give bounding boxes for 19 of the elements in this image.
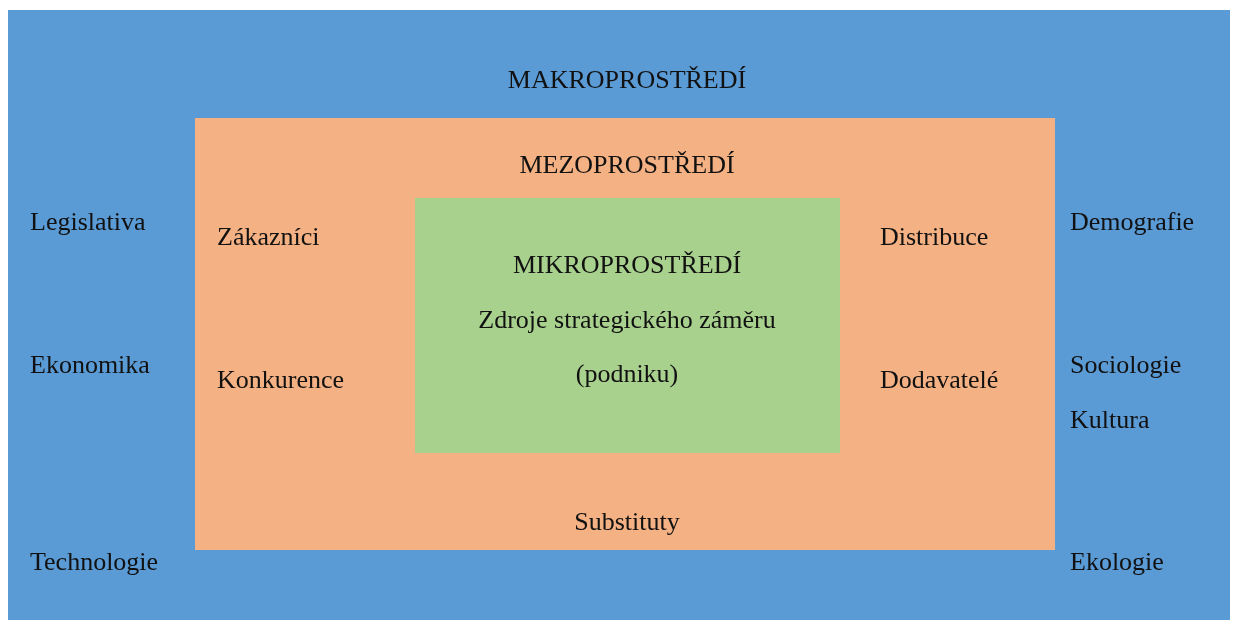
factor-label: Konkurence [217,365,345,395]
factor-label: Dodavatelé [880,365,999,395]
region-title: MEZOPROSTŘEDÍ [519,150,735,180]
factor-label: Technologie [30,547,159,577]
factor-label: Legislativa [30,207,146,237]
factor-label: Zákazníci [217,222,320,252]
factor-label: Substituty [574,507,680,537]
factor-label: Demografie [1070,207,1195,237]
region-title: MIKROPROSTŘEDÍ [512,250,742,280]
factor-label: Distribuce [880,222,989,252]
region-title: MAKROPROSTŘEDÍ [507,65,747,95]
region-description: Zdroje strategického záměru (podniku) [477,304,777,390]
meso-environment-box [195,118,1055,550]
macro-environment-box [8,10,1230,620]
factor-label: Ekonomika [30,350,150,380]
factor-label: Kultura [1070,405,1150,435]
factor-label: Sociologie [1070,350,1182,380]
factor-label: Ekologie [1070,547,1164,577]
micro-environment-box [415,198,840,453]
